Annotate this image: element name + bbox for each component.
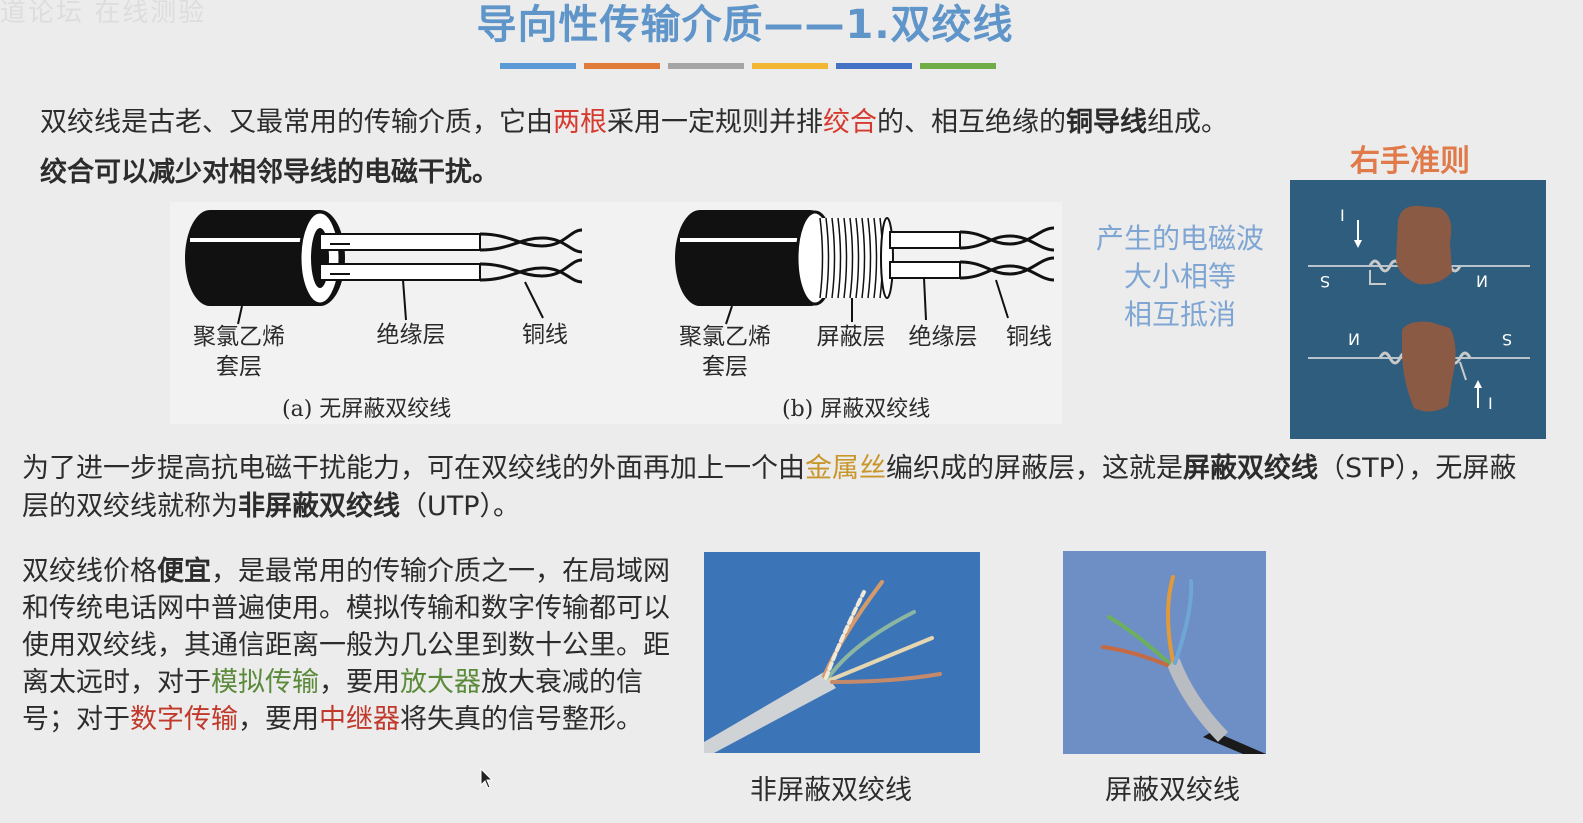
right-hand-rule-title: 右手准则 bbox=[1350, 144, 1470, 179]
note-line: 相互抵消 bbox=[1123, 298, 1236, 331]
highlight-stp: 屏蔽双绞线 bbox=[1183, 453, 1318, 484]
current-label-top: I bbox=[1340, 206, 1345, 225]
stp-insulation-label: 绝缘层 bbox=[908, 324, 978, 350]
text-span: （STP），无屏蔽层的双绞线就称为 bbox=[22, 453, 1517, 522]
mouse-cursor-icon bbox=[480, 768, 494, 789]
stp-photo-svg bbox=[1101, 575, 1266, 754]
em-wave-note: 产生的电磁波 大小相等 相互抵消 bbox=[1085, 220, 1275, 334]
text-span: 组成。 bbox=[1147, 107, 1228, 138]
text-span: 双绞线是古老、又最常用的传输介质，它由 bbox=[40, 107, 553, 138]
text-span: 双绞线价格 bbox=[22, 556, 157, 587]
stp-photo-caption: 屏蔽双绞线 bbox=[1105, 775, 1240, 806]
label-line: 聚氯乙烯 bbox=[679, 324, 771, 350]
highlight-repeater: 中继器 bbox=[319, 704, 400, 735]
utp-diagram-caption: (a) 无屏蔽双绞线 bbox=[282, 397, 452, 422]
cable-diagram: 聚氯乙烯套层 绝缘层 铜线 (a) 无屏蔽双绞线 聚氯乙烯套层 屏蔽层 绝缘层 … bbox=[170, 202, 1062, 424]
color-bar-segment bbox=[584, 63, 660, 69]
text-span: （UTP）。 bbox=[400, 491, 521, 522]
note-line: 大小相等 bbox=[1123, 260, 1236, 293]
text-span: 为了进一步提高抗电磁干扰能力，可在双绞线的外面再加上一个由 bbox=[22, 453, 805, 484]
utp-pvc-label: 聚氯乙烯套层 bbox=[184, 322, 294, 382]
text-span: 的、相互绝缘的 bbox=[877, 107, 1066, 138]
utp-copper-label: 铜线 bbox=[522, 322, 568, 348]
current-label-bottom: I bbox=[1488, 394, 1493, 413]
stp-copper-label: 铜线 bbox=[1006, 324, 1052, 350]
pole-label-s-bottom: S bbox=[1502, 330, 1513, 349]
highlight-two-wires: 两根 bbox=[553, 107, 607, 138]
label-line: 套层 bbox=[216, 354, 262, 380]
text-span: ，要用 bbox=[238, 704, 319, 735]
text-span: ，要用 bbox=[319, 667, 400, 698]
stp-pvc-label: 聚氯乙烯套层 bbox=[670, 322, 780, 382]
cable-diagram-svg bbox=[185, 210, 1055, 325]
text-span: 编织成的屏蔽层，这就是 bbox=[886, 453, 1183, 484]
utp-photo-svg bbox=[704, 580, 942, 753]
color-bar-segment bbox=[920, 63, 996, 69]
highlight-twisted: 绞合 bbox=[823, 107, 877, 138]
usage-paragraph: 双绞线价格便宜，是最常用的传输介质之一，在局域网和传统电话网中普遍使用。模拟传输… bbox=[22, 553, 682, 738]
twist-note: 绞合可以减少对相邻导线的电磁干扰。 bbox=[40, 157, 499, 188]
highlight-cheap: 便宜 bbox=[157, 556, 211, 587]
pole-label-n-bottom: N bbox=[1348, 330, 1360, 349]
utp-photo-caption: 非屏蔽双绞线 bbox=[750, 775, 912, 806]
color-bar-segment bbox=[752, 63, 828, 69]
text-span: 将失真的信号整形。 bbox=[400, 704, 643, 735]
slide-title: 导向性传输介质——1.双绞线 bbox=[476, 2, 1014, 48]
color-bar bbox=[500, 63, 996, 69]
highlight-digital: 数字传输 bbox=[130, 704, 238, 735]
highlight-metal-wire: 金属丝 bbox=[805, 453, 886, 484]
pole-label-n-top: N bbox=[1476, 272, 1488, 291]
hand-top bbox=[1396, 205, 1452, 285]
stp-diagram-caption: (b) 屏蔽双绞线 bbox=[782, 397, 931, 422]
text-span: 采用一定规则并排 bbox=[607, 107, 823, 138]
highlight-amplifier: 放大器 bbox=[400, 667, 481, 698]
highlight-analog: 模拟传输 bbox=[211, 667, 319, 698]
utp-cable-drawing bbox=[185, 210, 583, 325]
label-line: 套层 bbox=[702, 354, 748, 380]
text-span: ，是最常用的传输介质之一，在局域网和传统电话网中普遍使用。模拟传输和数字传输都可… bbox=[22, 556, 670, 698]
text-span: 放大衰减的信号；对于 bbox=[22, 667, 643, 735]
right-hand-rule-svg bbox=[1308, 205, 1530, 412]
highlight-utp: 非屏蔽双绞线 bbox=[238, 491, 400, 522]
stp-cable-drawing bbox=[675, 210, 1055, 325]
note-line: 产生的电磁波 bbox=[1095, 222, 1264, 255]
watermark: 道论坛 在线测验 bbox=[0, 0, 207, 28]
highlight-copper: 铜导线 bbox=[1066, 107, 1147, 138]
intro-paragraph: 双绞线是古老、又最常用的传输介质，它由两根采用一定规则并排绞合的、相互绝缘的铜导… bbox=[40, 100, 1228, 139]
label-line: 聚氯乙烯 bbox=[193, 324, 285, 350]
color-bar-segment bbox=[836, 63, 912, 69]
utp-insulation-label: 绝缘层 bbox=[376, 322, 446, 348]
hand-bottom bbox=[1402, 321, 1456, 412]
stp-explanation: 为了进一步提高抗电磁干扰能力，可在双绞线的外面再加上一个由金属丝编织成的屏蔽层，… bbox=[22, 450, 1542, 526]
stp-shield-label: 屏蔽层 bbox=[816, 324, 886, 350]
color-bar-segment bbox=[668, 63, 744, 69]
pole-label-s-top: S bbox=[1320, 272, 1331, 291]
right-hand-rule-image: I S N N S I bbox=[1290, 180, 1546, 439]
color-bar-segment bbox=[500, 63, 576, 69]
stp-photo bbox=[1063, 551, 1266, 754]
utp-photo bbox=[704, 552, 980, 753]
